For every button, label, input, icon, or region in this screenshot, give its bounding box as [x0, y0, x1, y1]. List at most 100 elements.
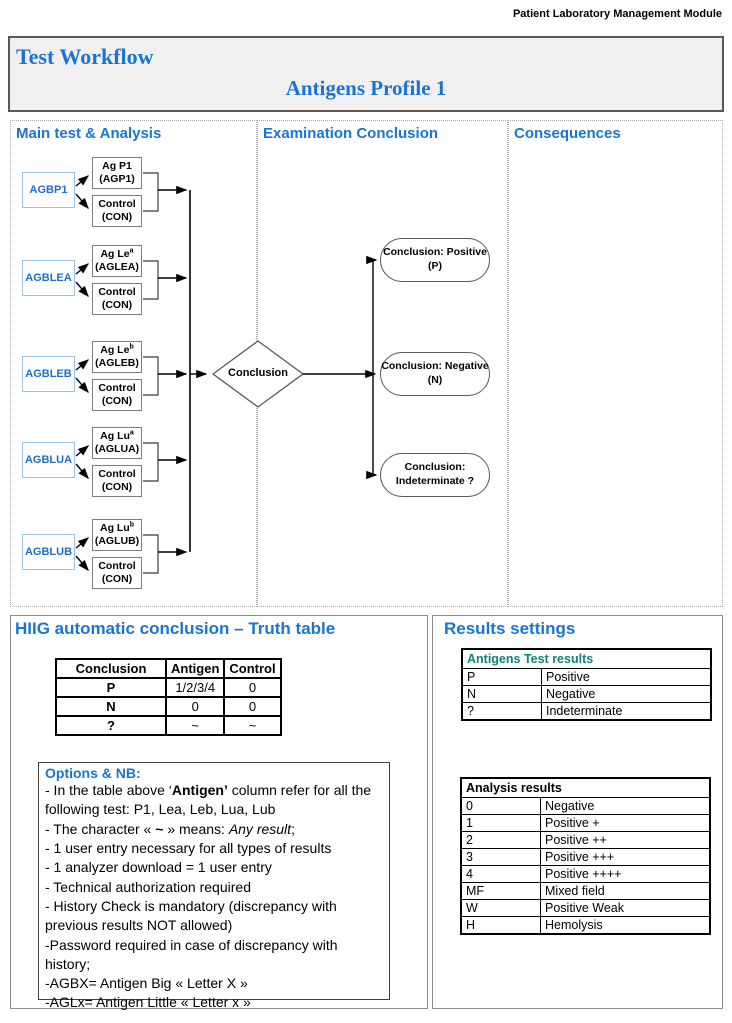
results-settings-heading: Results settings	[444, 619, 576, 638]
control-code: (CON)	[101, 481, 133, 493]
analysis-row-key: 1	[460, 814, 541, 832]
outcome-indeterminate: Conclusion: Indeterminate ?	[380, 453, 490, 497]
truth-n-antigen: 0	[164, 696, 226, 717]
truth-q-key: ?	[55, 715, 167, 736]
analysis-row-key: MF	[460, 882, 541, 900]
antigens-test-results-table: Antigens Test results P Positive N Negat…	[461, 648, 712, 721]
column-consequences: Consequences	[508, 120, 723, 607]
outcome-indeterminate-line2: Indeterminate ?	[395, 475, 475, 487]
truth-col-antigen: Antigen	[164, 658, 226, 679]
table-row: N 0 0	[55, 696, 282, 717]
test-label-agbleb: AGBLEB	[22, 356, 75, 392]
options-line: -AGBX= Antigen Big « Letter X »	[45, 975, 248, 992]
antigen-box-agbp1: Ag P1(AGP1)	[92, 157, 142, 189]
outcome-indeterminate-line1: Conclusion:	[404, 461, 466, 474]
options-line: -AGLx= Antigen Little « Letter x »	[45, 994, 251, 1011]
control-name: Control	[98, 560, 136, 573]
options-line: - In the table above ‘Antigen’ column re…	[45, 782, 372, 818]
outcome-negative-line2: (N)	[427, 374, 443, 386]
control-code: (CON)	[101, 395, 133, 407]
antigen-name: Ag Lub	[99, 521, 135, 535]
options-line: - The character « ~ » means: Any result;	[45, 820, 295, 837]
options-line: - History Check is mandatory (discrepanc…	[45, 897, 337, 934]
antigens-row-key: N	[461, 685, 542, 703]
antigen-box-agblub: Ag Lub(AGLUB)	[92, 519, 142, 551]
control-name: Control	[98, 198, 136, 211]
column-main-test-heading: Main test & Analysis	[16, 125, 162, 142]
table-row: Antigens Test results	[461, 648, 712, 669]
analysis-row-value: Positive ++++	[540, 865, 711, 883]
options-line: - 1 user entry necessary for all types o…	[45, 839, 332, 856]
antigens-row-value: Indeterminate	[541, 702, 712, 721]
analysis-row-value: Positive +	[540, 814, 711, 832]
control-code: (CON)	[101, 299, 133, 311]
antigen-code: (AGLEA)	[95, 261, 139, 273]
truth-q-control: ~	[223, 715, 282, 736]
table-row: ? Indeterminate	[461, 702, 712, 721]
control-name: Control	[98, 468, 136, 481]
antigen-box-agblea: Ag Lea(AGLEA)	[92, 245, 142, 277]
test-label-agblea: AGBLEA	[22, 260, 75, 296]
analysis-row-value: Hemolysis	[540, 916, 711, 935]
antigen-name: Ag Lua	[100, 429, 134, 443]
antigens-row-key: P	[461, 668, 542, 686]
control-box-agbp1: Control(CON)	[92, 195, 142, 227]
outcome-positive: Conclusion: Positive (P)	[380, 238, 490, 282]
options-line: - 1 analyzer download = 1 user entry	[45, 859, 272, 876]
outcome-negative: Conclusion: Negative (N)	[380, 352, 490, 396]
analysis-row-key: W	[460, 899, 541, 917]
analysis-row-value: Positive Weak	[540, 899, 711, 917]
control-box-agblub: Control(CON)	[92, 557, 142, 589]
analysis-row-value: Positive +++	[540, 848, 711, 866]
truth-n-control: 0	[223, 696, 282, 717]
control-code: (CON)	[101, 573, 133, 585]
analysis-row-value: Negative	[540, 797, 711, 815]
table-row: P Positive	[461, 668, 712, 686]
antigen-box-agbleb: Ag Leb(AGLEB)	[92, 341, 142, 373]
options-lines: - In the table above ‘Antigen’ column re…	[45, 781, 383, 1013]
antigen-code: (AGLUA)	[94, 443, 140, 455]
truth-col-conclusion: Conclusion	[55, 658, 167, 679]
table-row: ? ~ ~	[55, 715, 282, 736]
antigen-code: (AGLUB)	[94, 535, 140, 547]
analysis-row-key: 4	[460, 865, 541, 883]
header-box	[8, 36, 724, 112]
antigens-row-value: Positive	[541, 668, 712, 686]
truth-table-header-row: Conclusion Antigen Control	[55, 658, 282, 679]
test-label-agbp1: AGBP1	[22, 172, 75, 208]
antigen-name: Ag Leb	[100, 343, 134, 357]
control-box-agblua: Control(CON)	[92, 465, 142, 497]
module-label: Patient Laboratory Management Module	[512, 8, 722, 20]
table-row: N Negative	[461, 685, 712, 703]
analysis-row-key: 0	[460, 797, 541, 815]
options-heading: Options & NB:	[45, 765, 141, 781]
outcome-negative-line1: Conclusion: Negative	[381, 360, 489, 373]
truth-p-antigen: 1/2/3/4	[164, 677, 226, 698]
page-title: Test Workflow	[16, 44, 154, 69]
truth-table: Conclusion Antigen Control P 1/2/3/4 0 N…	[55, 658, 282, 736]
antigen-name: Ag P1	[102, 160, 132, 173]
test-label-agblua: AGBLUA	[22, 442, 75, 478]
analysis-row-value: Positive ++	[540, 831, 711, 849]
options-line: -Password required in case of discrepanc…	[45, 936, 338, 972]
truth-p-key: P	[55, 677, 167, 698]
outcome-positive-line2: (P)	[428, 260, 442, 272]
outcome-positive-line1: Conclusion: Positive	[383, 246, 487, 259]
control-name: Control	[98, 286, 136, 299]
analysis-table-title: Analysis results	[460, 777, 711, 798]
truth-n-key: N	[55, 696, 167, 717]
antigen-box-agblua: Ag Lua(AGLUA)	[92, 427, 142, 459]
truth-q-antigen: ~	[164, 715, 226, 736]
options-line: - Technical authorization required	[45, 878, 251, 895]
analysis-row-key: 3	[460, 848, 541, 866]
